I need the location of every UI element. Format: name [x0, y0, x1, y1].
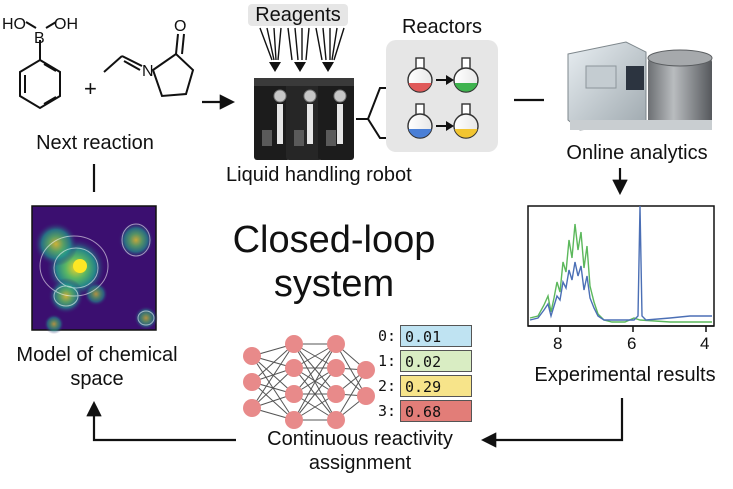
network-neuron: [327, 335, 345, 353]
reactivity-row: 3: 0.68: [370, 399, 490, 423]
closed-loop-title-line1: Closed-loop: [232, 219, 436, 261]
spectrum-plot: [527, 205, 715, 332]
network-neuron: [243, 373, 261, 391]
reactors-box: [386, 40, 498, 152]
plus-sign: +: [84, 76, 97, 101]
neural-network: [243, 335, 375, 429]
network-neuron: [327, 359, 345, 377]
model-label-line2: space: [70, 368, 124, 390]
next-reaction-label: Next reaction: [36, 132, 154, 154]
network-neuron: [285, 411, 303, 429]
reactors-label: Reactors: [401, 16, 483, 38]
reactivity-row: 2: 0.29: [370, 374, 490, 398]
reactivity-index: 3:: [377, 402, 396, 420]
liquid-handling-robot: [254, 78, 354, 160]
network-connection: [293, 367, 337, 421]
reactivity-value: 0.01: [400, 325, 472, 347]
reactivity-index: 1:: [377, 352, 396, 370]
reactivity-value: 0.68: [400, 400, 472, 422]
boronic-oh-label: OH: [54, 16, 78, 33]
network-neuron: [285, 359, 303, 377]
reactor-internal-arrows: [436, 75, 454, 131]
reactivity-index: 2:: [377, 377, 396, 395]
liquid-handling-robot-label: Liquid handling robot: [226, 164, 412, 186]
reagents-label: Reagents: [248, 4, 348, 26]
results-to-assignment-arrow: [480, 398, 624, 448]
network-neuron: [357, 387, 375, 405]
chemical-space-heatmap: [31, 205, 158, 334]
network-neuron: [357, 361, 375, 379]
network-neuron: [327, 411, 345, 429]
reagent-tubes: [259, 27, 345, 61]
reagent-arrowheads: [269, 62, 334, 72]
network-connection: [335, 343, 367, 397]
reactivity-value: 0.02: [400, 350, 472, 372]
network-connection: [293, 343, 337, 421]
network-neuron: [285, 335, 303, 353]
spectrum-tick-6: 6: [627, 334, 637, 353]
phenylboronic-acid: [19, 21, 61, 110]
reactivity-row: 0: 0.01: [370, 324, 490, 348]
network-connection: [251, 343, 295, 383]
spectrum-tick-8: 8: [553, 334, 563, 353]
network-connection: [293, 343, 337, 395]
reactivity-row: 1: 0.02: [370, 349, 490, 373]
reactivity-value: 0.29: [400, 375, 472, 397]
continuous-label-line1: Continuous reactivity: [267, 428, 453, 450]
nitrogen-label: N: [142, 63, 154, 80]
network-neuron: [285, 385, 303, 403]
spectrum-tick-4: 4: [700, 334, 710, 353]
closed-loop-title-line2: system: [273, 263, 395, 305]
network-connection: [335, 369, 367, 421]
experimental-results-label: Experimental results: [534, 364, 716, 386]
n-vinylpyrrolidone: [103, 33, 195, 98]
reactor-flasks: [407, 57, 479, 139]
reactivity-index: 0:: [377, 327, 396, 345]
boronic-ho-label: HO: [2, 16, 26, 33]
online-analytics-label: Online analytics: [566, 142, 708, 164]
network-neuron: [243, 347, 261, 365]
model-label-line1: Model of chemical: [16, 344, 178, 366]
network-neuron: [243, 399, 261, 417]
assignment-to-model-arrow: [86, 400, 236, 442]
continuous-label-line2: assignment: [308, 452, 412, 474]
boronic-b-label: B: [34, 30, 45, 47]
network-connection: [251, 367, 295, 409]
network-neuron: [327, 385, 345, 403]
analytics-instrument: [567, 41, 713, 131]
oxygen-label: O: [174, 18, 187, 35]
network-connection: [251, 343, 295, 409]
